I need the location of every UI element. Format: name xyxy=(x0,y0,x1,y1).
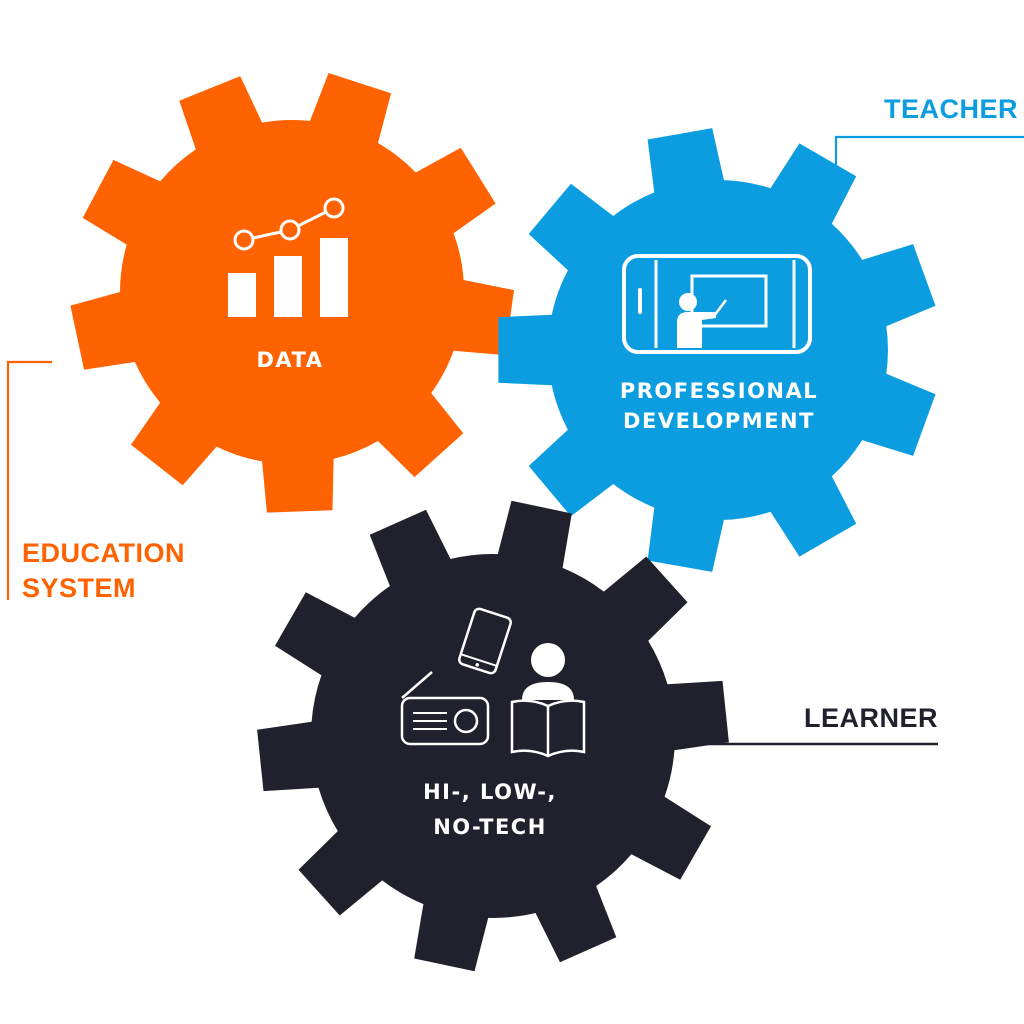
education-system-label-line2: SYSTEM xyxy=(22,573,136,603)
bar-chart-trend-icon xyxy=(228,197,348,317)
phone-radio-reader-icon xyxy=(400,607,586,758)
teacher-body-icon xyxy=(677,312,716,348)
hi-low-no-tech-label-line1: HI-, LOW-, xyxy=(423,780,557,804)
professional-development-label-line2: DEVELOPMENT xyxy=(623,409,815,433)
person-reading-icon xyxy=(510,643,586,758)
teacher-connector-line xyxy=(834,135,1024,196)
education-system-label-line1: EDUCATION xyxy=(22,538,185,568)
trend-point-icon xyxy=(323,197,345,219)
tablet-presentation-icon xyxy=(622,254,812,354)
radio-icon xyxy=(400,671,490,746)
education-system-connector-line xyxy=(6,360,52,600)
teacher-head-icon xyxy=(679,293,697,311)
professional-development-label-line1: PROFESSIONAL xyxy=(620,379,818,403)
trend-point-icon xyxy=(279,219,301,241)
data-label: DATA xyxy=(256,348,323,372)
chart-bar-icon xyxy=(320,238,348,317)
learner-gear xyxy=(257,500,729,972)
hi-low-no-tech-label-line2: NO-TECH xyxy=(433,815,547,839)
chart-bar-icon xyxy=(228,273,256,317)
learner-label: LEARNER xyxy=(804,703,938,733)
trend-point-icon xyxy=(233,229,255,251)
pointer-icon xyxy=(713,299,727,317)
smartphone-icon xyxy=(458,607,512,675)
teacher-label: TEACHER xyxy=(884,94,1018,124)
tablet-frame-icon xyxy=(622,254,812,354)
chart-bar-icon xyxy=(274,256,302,317)
